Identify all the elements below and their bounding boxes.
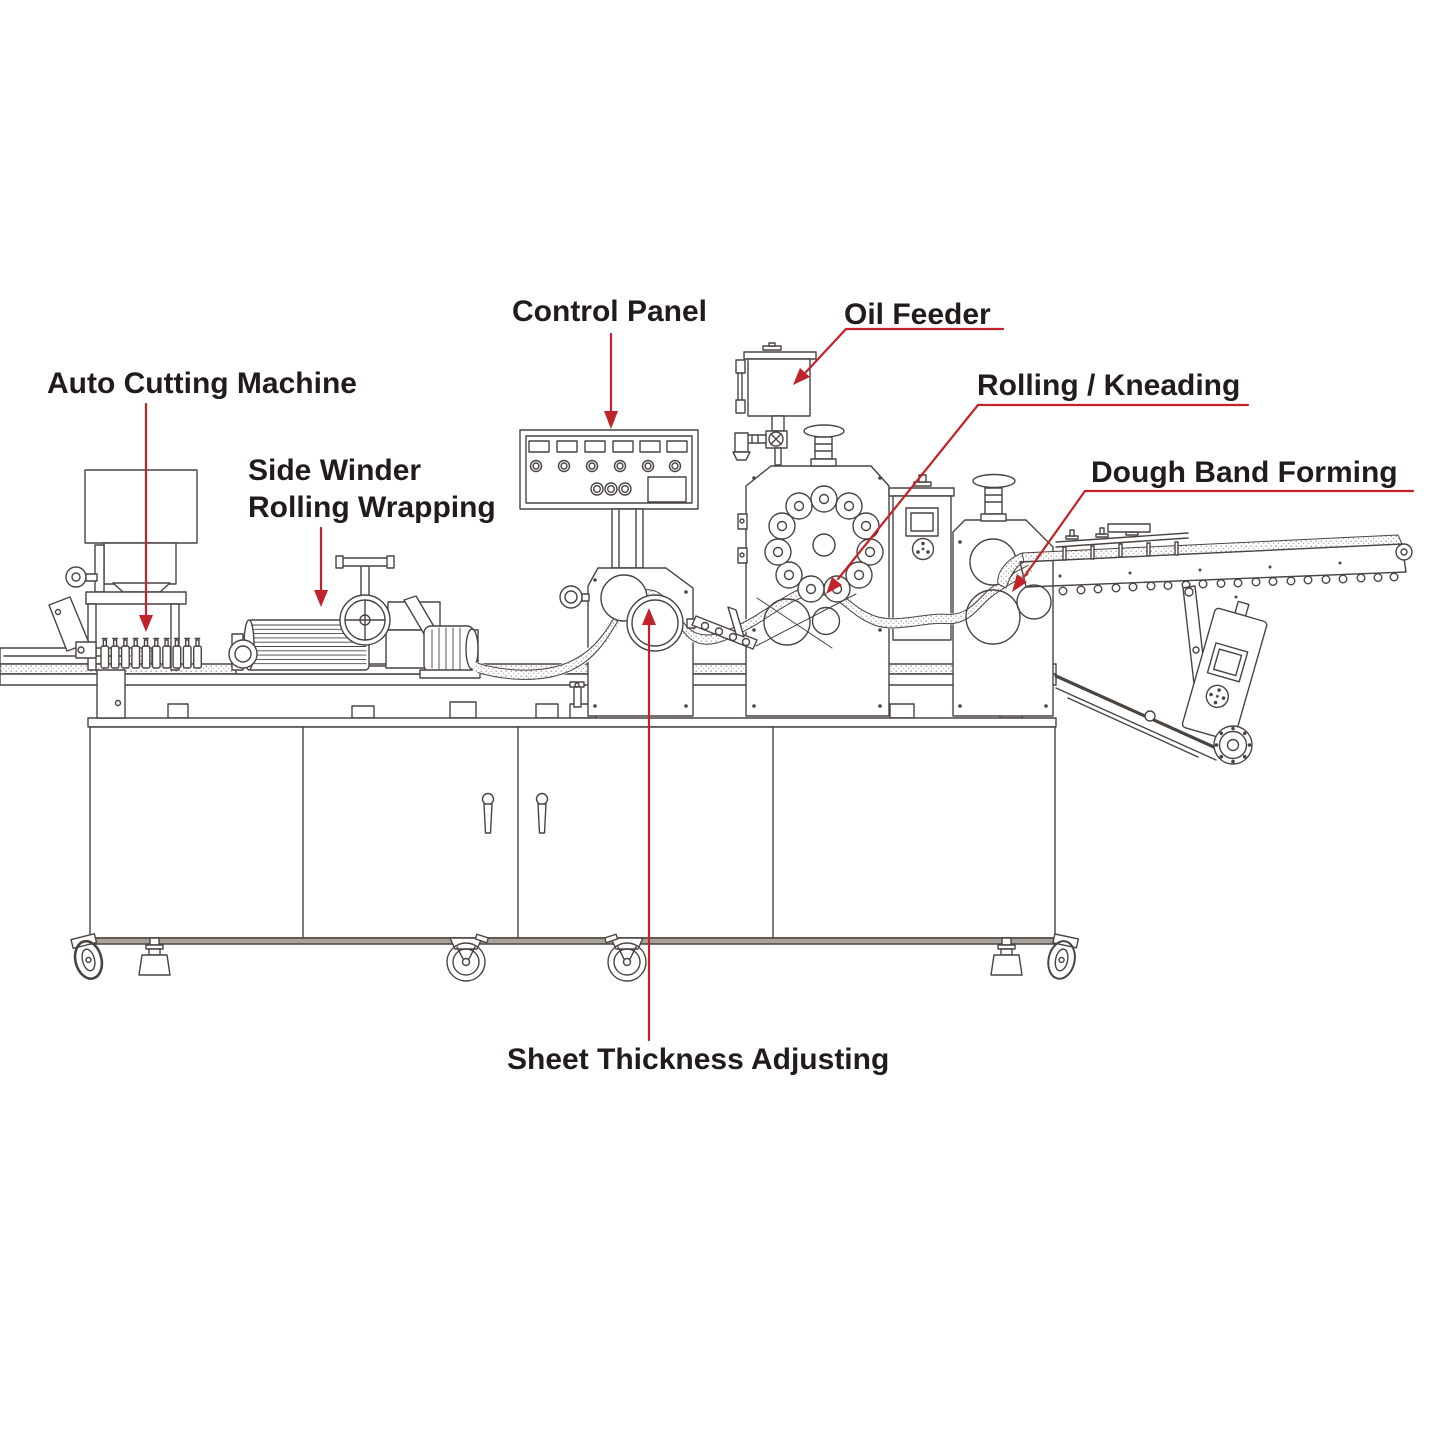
label-oil-feeder-text: Oil Feeder [844, 298, 991, 331]
label-sheet-thickness-adjusting-text: Sheet Thickness Adjusting [507, 1043, 890, 1076]
guide-ladder [686, 606, 758, 650]
kneading-handwheel[interactable] [803, 424, 845, 467]
conveyor-motor [1181, 600, 1268, 742]
dough-band [472, 564, 1034, 681]
label-oil-feeder: Oil Feeder [844, 298, 991, 332]
oil-feeder-tank [732, 342, 817, 466]
label-side-winder-line1: Side Winder [248, 454, 422, 487]
door-handle[interactable] [481, 792, 495, 834]
outfeed-conveyor [997, 523, 1413, 599]
lower-return-conveyor [1054, 585, 1268, 765]
caster-wheel-mid-2 [603, 933, 647, 982]
label-control-panel: Control Panel [512, 295, 707, 329]
side-winder-handwheel[interactable] [335, 555, 395, 646]
drive-sprocket [1213, 725, 1253, 765]
kneading-roller-ring [752, 476, 884, 708]
panel-knobs[interactable] [529, 459, 682, 496]
label-dough-band-forming-text: Dough Band Forming [1091, 456, 1398, 489]
arrow-control-panel [604, 332, 618, 429]
arrow-sheet-thickness [642, 608, 656, 1042]
door-handle[interactable] [535, 792, 549, 834]
conveyor-bolts [1065, 523, 1151, 540]
arrow-dough-band-forming [1012, 489, 1415, 592]
label-auto-cutting-machine-text: Auto Cutting Machine [47, 367, 357, 400]
label-rolling-kneading-text: Rolling / Kneading [977, 369, 1241, 402]
caster-wheel-right [1047, 933, 1080, 980]
leveling-foot-right [990, 937, 1023, 976]
arrow-rolling-kneading [826, 403, 1250, 594]
panel-displays [528, 440, 688, 453]
label-sheet-thickness-adjusting: Sheet Thickness Adjusting [507, 1043, 889, 1077]
annotations [139, 327, 1415, 1042]
label-auto-cutting-machine: Auto Cutting Machine [47, 367, 357, 401]
label-side-winder: Side Winder Rolling Wrapping [248, 452, 496, 526]
dough-band-forming-body [952, 473, 1054, 717]
conveyor-rollers [1058, 572, 1399, 596]
cutter-row [100, 637, 202, 669]
forming-handwheel[interactable] [972, 473, 1016, 522]
auto-cutting-machine-drawing [48, 469, 202, 719]
panel-stand [611, 508, 644, 569]
arrow-auto-cutting [139, 402, 153, 632]
arrow-side-winder [314, 526, 328, 607]
label-control-panel-text: Control Panel [512, 295, 708, 328]
control-panel-drawing [519, 429, 699, 569]
panel-screen [647, 476, 687, 503]
label-side-winder-line2: Rolling Wrapping [248, 491, 496, 524]
label-rolling-kneading: Rolling / Kneading [977, 369, 1240, 403]
base-cabinet [89, 726, 1056, 945]
side-winder-drawing [228, 555, 483, 679]
arrow-oil-feeder [793, 327, 1005, 385]
caster-wheel-left [70, 933, 104, 980]
side-winder-gearbox [385, 595, 481, 679]
caster-wheel-mid-1 [446, 933, 490, 982]
leveling-foot-left [138, 937, 171, 976]
sheet-thickness-rollers [593, 574, 688, 708]
label-dough-band-forming: Dough Band Forming [1091, 456, 1398, 490]
kneading-drive-details [905, 507, 939, 561]
